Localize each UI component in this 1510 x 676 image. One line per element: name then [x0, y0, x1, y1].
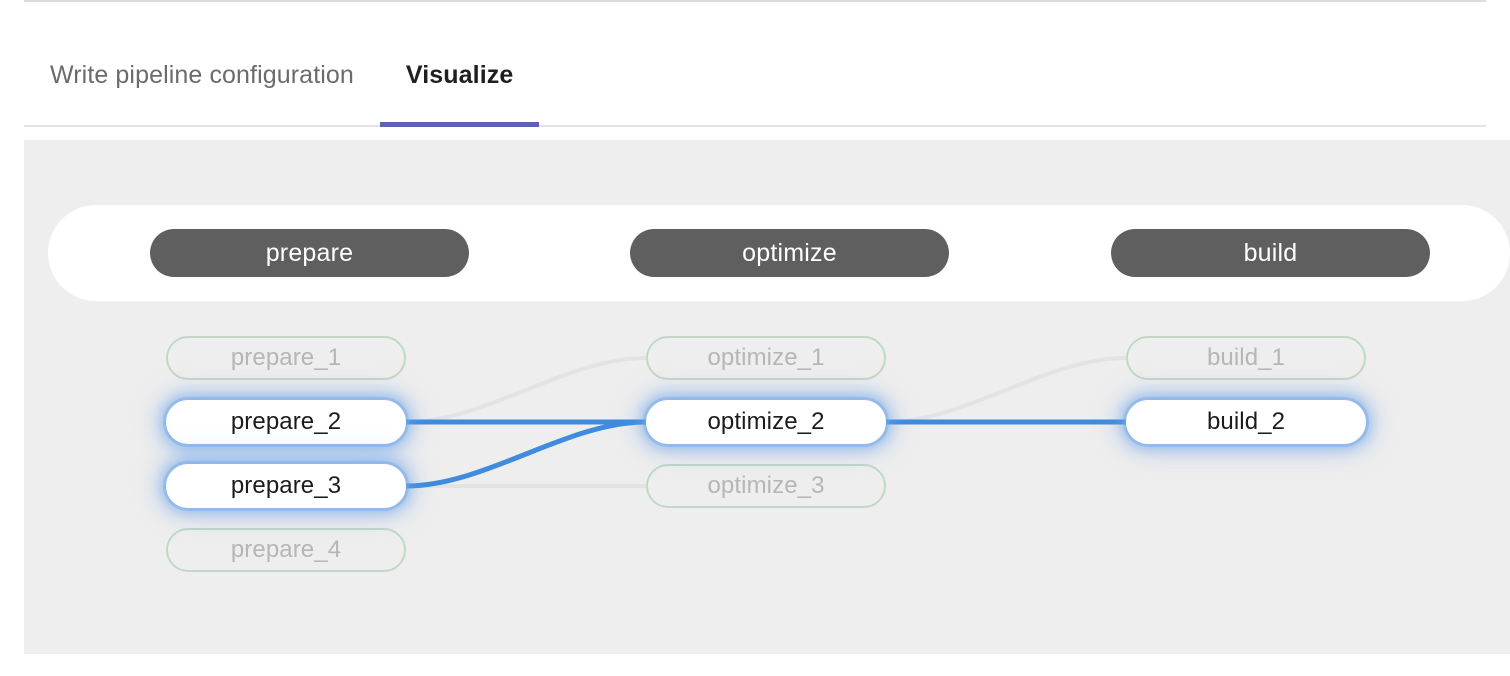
- job-node-prepare_1[interactable]: prepare_1: [166, 336, 406, 380]
- stage-header-bar: prepare optimize build: [48, 205, 1510, 301]
- stage-pill-build[interactable]: build: [1111, 229, 1430, 277]
- job-node-optimize_1[interactable]: optimize_1: [646, 336, 886, 380]
- tab-write-pipeline-configuration[interactable]: Write pipeline configuration: [24, 26, 380, 125]
- edge-optimize_2-to-build_1: [884, 356, 1128, 424]
- job-node-prepare_3[interactable]: prepare_3: [166, 464, 406, 508]
- tab-visualize[interactable]: Visualize: [379, 26, 540, 127]
- stage-pill-prepare[interactable]: prepare: [150, 229, 469, 277]
- job-node-prepare_4[interactable]: prepare_4: [166, 528, 406, 572]
- edge-prepare_2-to-optimize_1: [404, 356, 648, 424]
- job-node-optimize_2[interactable]: optimize_2: [646, 400, 886, 444]
- job-node-build_2[interactable]: build_2: [1126, 400, 1366, 444]
- stage-pill-optimize[interactable]: optimize: [630, 229, 949, 277]
- job-node-prepare_2[interactable]: prepare_2: [166, 400, 406, 444]
- edge-prepare_3-to-optimize_2: [403, 419, 649, 489]
- top-divider: [24, 0, 1486, 2]
- job-node-build_1[interactable]: build_1: [1126, 336, 1366, 380]
- job-node-optimize_3[interactable]: optimize_3: [646, 464, 886, 508]
